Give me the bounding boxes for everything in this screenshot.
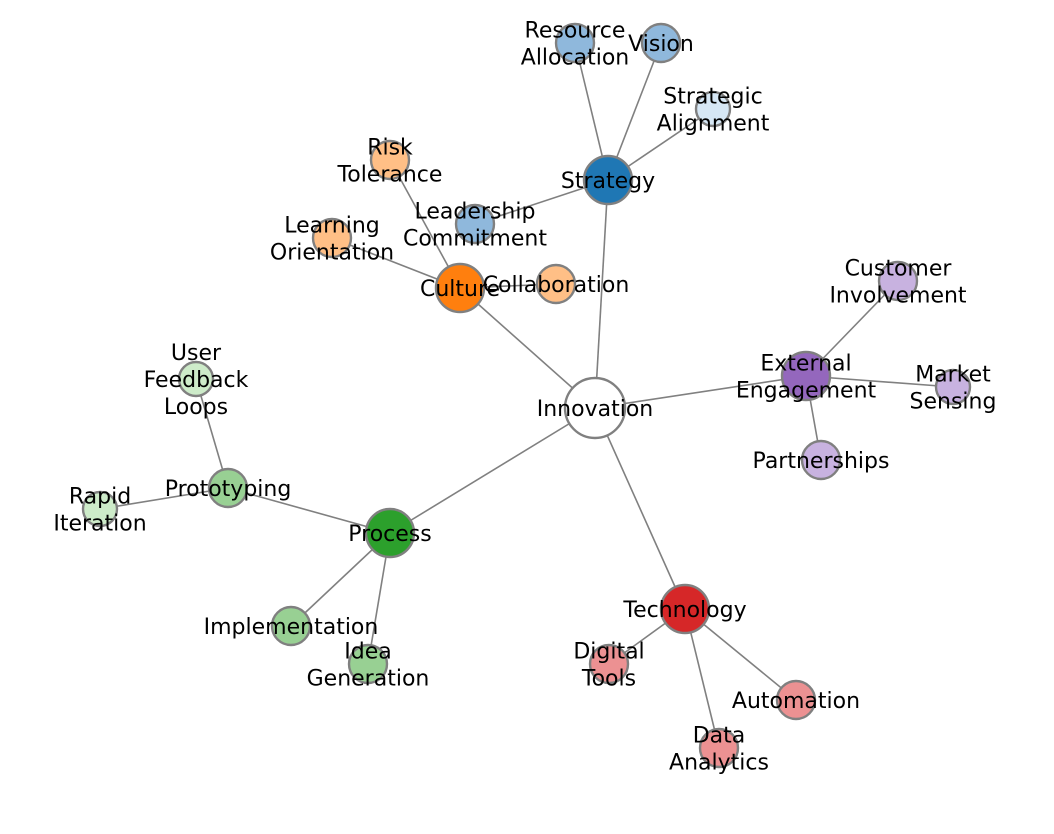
node-label-prototyping: Prototyping (165, 477, 292, 502)
node-label-automation: Automation (732, 689, 860, 714)
node-idea-generation (347, 643, 389, 685)
node-prototyping (207, 467, 249, 509)
node-process (364, 507, 416, 559)
node-label-vision: Vision (628, 32, 694, 57)
node-user-feedback (177, 360, 215, 398)
node-learning-orientation (311, 217, 353, 259)
node-risk-tolerance (369, 139, 411, 181)
node-label-technology: Technology (622, 598, 746, 623)
node-innovation (563, 376, 627, 440)
node-rapid-iteration (81, 490, 119, 528)
node-label-culture: Culture (420, 277, 500, 302)
node-label-process: Process (348, 522, 431, 547)
node-customer-involvement (877, 260, 919, 302)
edge-innovation-process (389, 407, 596, 534)
node-leadership-commitment (454, 203, 496, 245)
node-automation (775, 679, 817, 721)
node-market-sensing (934, 368, 972, 406)
node-resource-allocation (554, 22, 596, 64)
node-label-collaboration: Collaboration (483, 273, 630, 298)
node-label-strategy: Strategy (561, 169, 655, 194)
label-layer: Innovation StrategyCultureProcessTechnolo… (53, 19, 996, 776)
edge-prototyping-rapid_iteration (99, 487, 229, 510)
edge-innovation-technology (594, 407, 686, 610)
node-layer (81, 22, 972, 769)
node-vision (640, 22, 682, 64)
node-label-implementation: Implementation (204, 615, 379, 640)
node-external (780, 350, 832, 402)
node-digital-tools (588, 643, 630, 685)
node-partnerships (800, 439, 842, 481)
node-culture (434, 262, 486, 314)
node-implementation (270, 605, 312, 647)
node-data-analytics (698, 727, 740, 769)
node-technology (659, 583, 711, 635)
node-collaboration (535, 263, 577, 305)
node-strategy (582, 154, 634, 206)
edge-process-prototyping (227, 487, 391, 534)
node-label-innovation: Innovation (537, 397, 653, 422)
edge-innovation-external (594, 375, 807, 409)
edge-innovation-strategy (594, 179, 609, 409)
node-label-partnerships: Partnerships (753, 449, 890, 474)
node-strategic-alignment (694, 90, 732, 128)
